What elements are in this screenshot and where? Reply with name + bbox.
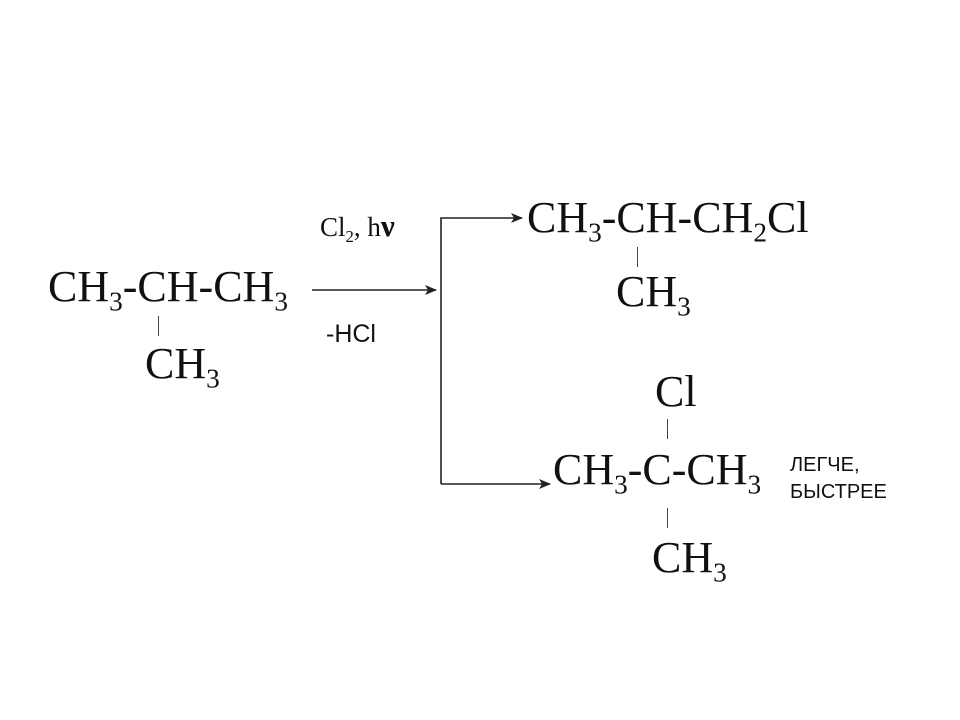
product-1-bond: [637, 247, 638, 267]
reactant-branch: CH3: [145, 342, 220, 393]
p2-branch-text: CH: [652, 533, 714, 582]
product-1-branch: CH3: [616, 270, 691, 321]
p1-chain-text: -CH-CH: [601, 193, 754, 242]
p1-sub-3: 3: [588, 217, 602, 248]
p1-ch-ch2: -CH-CH2: [601, 193, 767, 247]
reaction-conditions-above: Cl2, hν: [320, 210, 395, 246]
p1-branch-sub: 3: [677, 291, 691, 322]
p2-ch-text: CH: [553, 445, 615, 494]
p2-sub-3b: 3: [747, 469, 762, 500]
reactant-main-chain: CH3-CH-CH3: [48, 265, 288, 316]
product-2-branch: CH3: [652, 536, 727, 587]
p1-cl-text: Cl: [766, 193, 809, 242]
reaction-conditions-below: -HCl: [326, 320, 376, 348]
reactant-ch-text: CH: [48, 262, 110, 311]
p1-branch-text: CH: [616, 267, 678, 316]
reagent-nu: ν: [380, 208, 395, 243]
p1-ch-text: CH: [527, 193, 589, 242]
note-line-1: ЛЕГЧЕ,: [790, 454, 860, 476]
reactant-ch-ch3: -CH-CH3: [122, 262, 288, 316]
reactant-chain-text: -CH-CH: [122, 262, 275, 311]
reactant-branch-text: CH: [145, 339, 207, 388]
p2-branch-sub: 3: [713, 557, 727, 588]
reactant-branch-sub: 3: [206, 363, 220, 394]
product-2-main-chain: CH3-C-CH3: [553, 448, 761, 499]
reagent-cl: Cl: [320, 212, 346, 242]
reactant-ch3-left: CH3: [48, 262, 123, 316]
p1-sub-2: 2: [753, 217, 767, 248]
p2-c-ch3: -C-CH3: [627, 445, 761, 499]
branch-arrow-line: [440, 213, 523, 484]
p1-ch3: CH3: [527, 193, 602, 247]
p2-chain-text: -C-CH: [627, 445, 748, 494]
product-2-top-bond: [667, 419, 668, 439]
reactant-bond: [158, 316, 159, 336]
reagent-cl-sub: 2: [345, 226, 354, 246]
product-2-top-cl: Cl: [655, 367, 697, 416]
note-line-2: БЫСТРЕЕ: [790, 481, 887, 503]
product-2-bottom-bond: [667, 508, 668, 528]
reactant-sub-3b: 3: [274, 286, 288, 317]
p2-ch3: CH3: [553, 445, 628, 499]
p2-sub-3: 3: [614, 469, 628, 500]
reagent-separator: , h: [353, 212, 381, 242]
product-2-note: ЛЕГЧЕ, БЫСТРЕЕ: [790, 452, 887, 506]
reactant-sub-3: 3: [109, 286, 123, 317]
product-1-main-chain: CH3-CH-CH2Cl: [527, 196, 809, 247]
